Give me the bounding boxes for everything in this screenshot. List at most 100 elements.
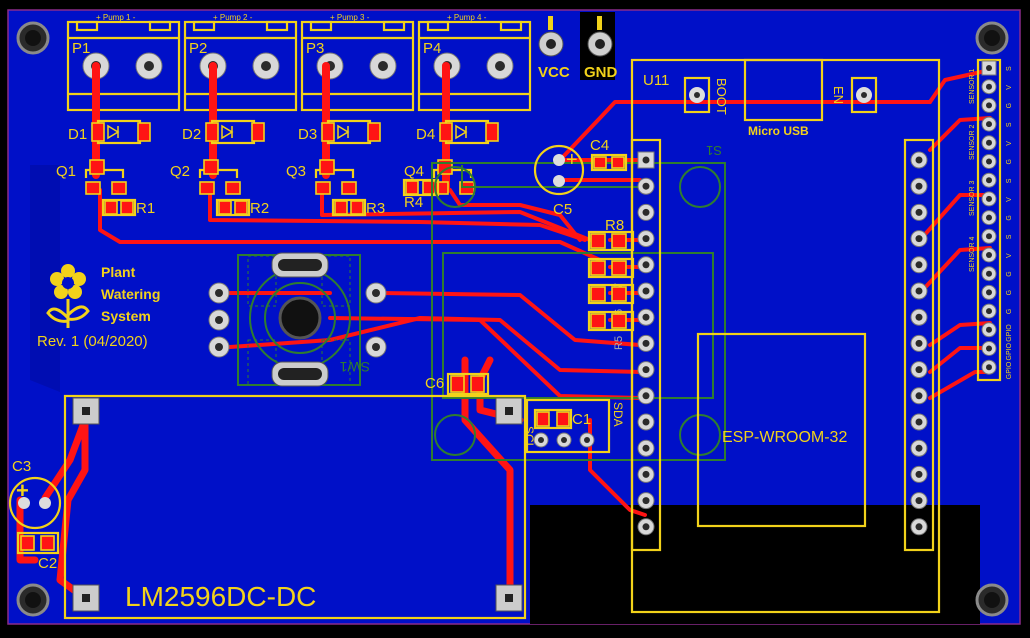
sensor-pin bbox=[981, 60, 997, 76]
left-esp-pin bbox=[637, 465, 655, 483]
esp32-u11: BOOT EN Micro USB U11 ESP-WROOM-32 bbox=[630, 58, 941, 614]
svg-text:+: + bbox=[566, 149, 578, 171]
fab-outlines: S1 bbox=[431, 143, 726, 461]
power-pins: VCC GND bbox=[538, 16, 618, 81]
sensor-pin bbox=[981, 172, 997, 188]
resistor-label-2: R2 bbox=[250, 200, 269, 217]
sensor-pin bbox=[981, 266, 997, 282]
flower-icon bbox=[46, 264, 90, 328]
left-esp-pin bbox=[637, 151, 655, 169]
esp32-pin-rows bbox=[637, 151, 928, 536]
c5-label: C5 bbox=[553, 201, 572, 218]
transistor-label-3: Q3 bbox=[286, 163, 306, 180]
pump-label-4: + Pump 4 - bbox=[447, 13, 487, 22]
left-esp-pin bbox=[637, 334, 655, 352]
side-resistor-2: R7 bbox=[587, 257, 635, 297]
side-resistor-label-4: R5 bbox=[613, 336, 625, 350]
pump-ref-4: P4 bbox=[423, 40, 441, 57]
sensor-pin bbox=[981, 322, 997, 338]
micro-usb-label: Micro USB bbox=[748, 124, 809, 138]
i2c-header: SCL SDA bbox=[522, 398, 625, 454]
right-esp-pin bbox=[910, 282, 928, 300]
left-esp-pin bbox=[637, 256, 655, 274]
sensor-group-label-2: SENSOR 2 bbox=[969, 124, 976, 160]
gnd-label: GND bbox=[584, 64, 618, 81]
sensor-pin-label: G bbox=[1006, 271, 1013, 276]
diode-label-3: D3 bbox=[298, 126, 317, 143]
right-esp-pin bbox=[910, 387, 928, 405]
lm2596-label: LM2596DC-DC bbox=[125, 581, 316, 612]
sensor-pin bbox=[981, 359, 997, 375]
scl-label: SCL bbox=[522, 426, 536, 450]
left-esp-pin bbox=[637, 492, 655, 510]
c1-label: C1 bbox=[572, 411, 591, 428]
right-esp-pin bbox=[910, 334, 928, 352]
pump-header-4: + Pump 4 - P4 bbox=[417, 13, 532, 112]
sensor-pin-label: V bbox=[1006, 253, 1013, 258]
resistor-label-4: R4 bbox=[404, 194, 423, 211]
sensor-group-label-1: SENSOR 1 bbox=[969, 68, 976, 104]
sensor-pin bbox=[981, 154, 997, 169]
sensor-pin bbox=[981, 79, 997, 95]
revision-label: Rev. 1 (04/2020) bbox=[37, 333, 148, 350]
diode-label-2: D2 bbox=[182, 126, 201, 143]
right-esp-pin bbox=[910, 177, 928, 195]
en-label: EN bbox=[831, 86, 846, 104]
sensor-pin bbox=[981, 284, 997, 300]
sensor-pin bbox=[981, 135, 997, 151]
right-esp-pin bbox=[910, 230, 928, 248]
sensor-pin-label: GPIO bbox=[1006, 342, 1013, 360]
sensor-pin bbox=[981, 247, 997, 263]
sensor-pin-label: GPIO bbox=[1006, 361, 1013, 379]
sensor-pin bbox=[981, 303, 997, 319]
board-outline bbox=[7, 9, 1021, 625]
sw1-label: SW1 bbox=[339, 359, 370, 375]
sensor-pin-label: G bbox=[1006, 159, 1013, 164]
left-esp-pin bbox=[637, 439, 655, 457]
right-esp-pin bbox=[910, 203, 928, 221]
antenna-keepout bbox=[530, 505, 980, 624]
sensor-pin bbox=[981, 228, 997, 244]
transistor-label-2: Q2 bbox=[170, 163, 190, 180]
sda-label: SDA bbox=[611, 402, 625, 427]
logo-line-2: Watering bbox=[101, 286, 160, 302]
right-esp-pin bbox=[910, 361, 928, 379]
pump-ref-1: P1 bbox=[72, 40, 90, 57]
logo-line-3: System bbox=[101, 308, 151, 324]
vcc-label: VCC bbox=[538, 64, 570, 81]
sensor-pin bbox=[981, 116, 997, 132]
diode-label-4: D4 bbox=[416, 126, 435, 143]
lm2596-module: LM2596DC-DC bbox=[63, 394, 527, 620]
left-esp-pin bbox=[637, 308, 655, 326]
sensor-pin-label: V bbox=[1006, 85, 1013, 90]
left-esp-pin bbox=[637, 413, 655, 431]
transistor-label-4: Q4 bbox=[404, 163, 424, 180]
right-esp-pin bbox=[910, 413, 928, 431]
right-esp-pin bbox=[910, 151, 928, 169]
side-resistors: R7R6R5 bbox=[587, 230, 635, 350]
sensor-pin bbox=[981, 210, 997, 226]
left-esp-pin bbox=[637, 203, 655, 221]
sensor-pin bbox=[981, 97, 997, 113]
sensor-pin bbox=[981, 191, 997, 207]
resistor-label-3: R3 bbox=[366, 200, 385, 217]
pump-label-2: + Pump 2 - bbox=[213, 13, 253, 22]
pump-headers: + Pump 1 -P1+ Pump 2 -P2+ Pump 3 -P3+ Pu… bbox=[66, 13, 532, 112]
sensor-group-label-3: SENSOR 3 bbox=[969, 180, 976, 216]
left-esp-pin bbox=[637, 230, 655, 248]
sensor-pin-label: S bbox=[1006, 178, 1013, 183]
mounting-holes bbox=[16, 21, 1009, 617]
sensor-pin-label: V bbox=[1006, 141, 1013, 146]
u11-label: U11 bbox=[643, 72, 669, 89]
pump-label-1: + Pump 1 - bbox=[96, 13, 136, 22]
sensor-pin-label: G bbox=[1006, 103, 1013, 108]
sensor-pin-label: G bbox=[1006, 309, 1013, 314]
r8-label: R8 bbox=[605, 217, 624, 234]
right-esp-pin bbox=[910, 492, 928, 510]
